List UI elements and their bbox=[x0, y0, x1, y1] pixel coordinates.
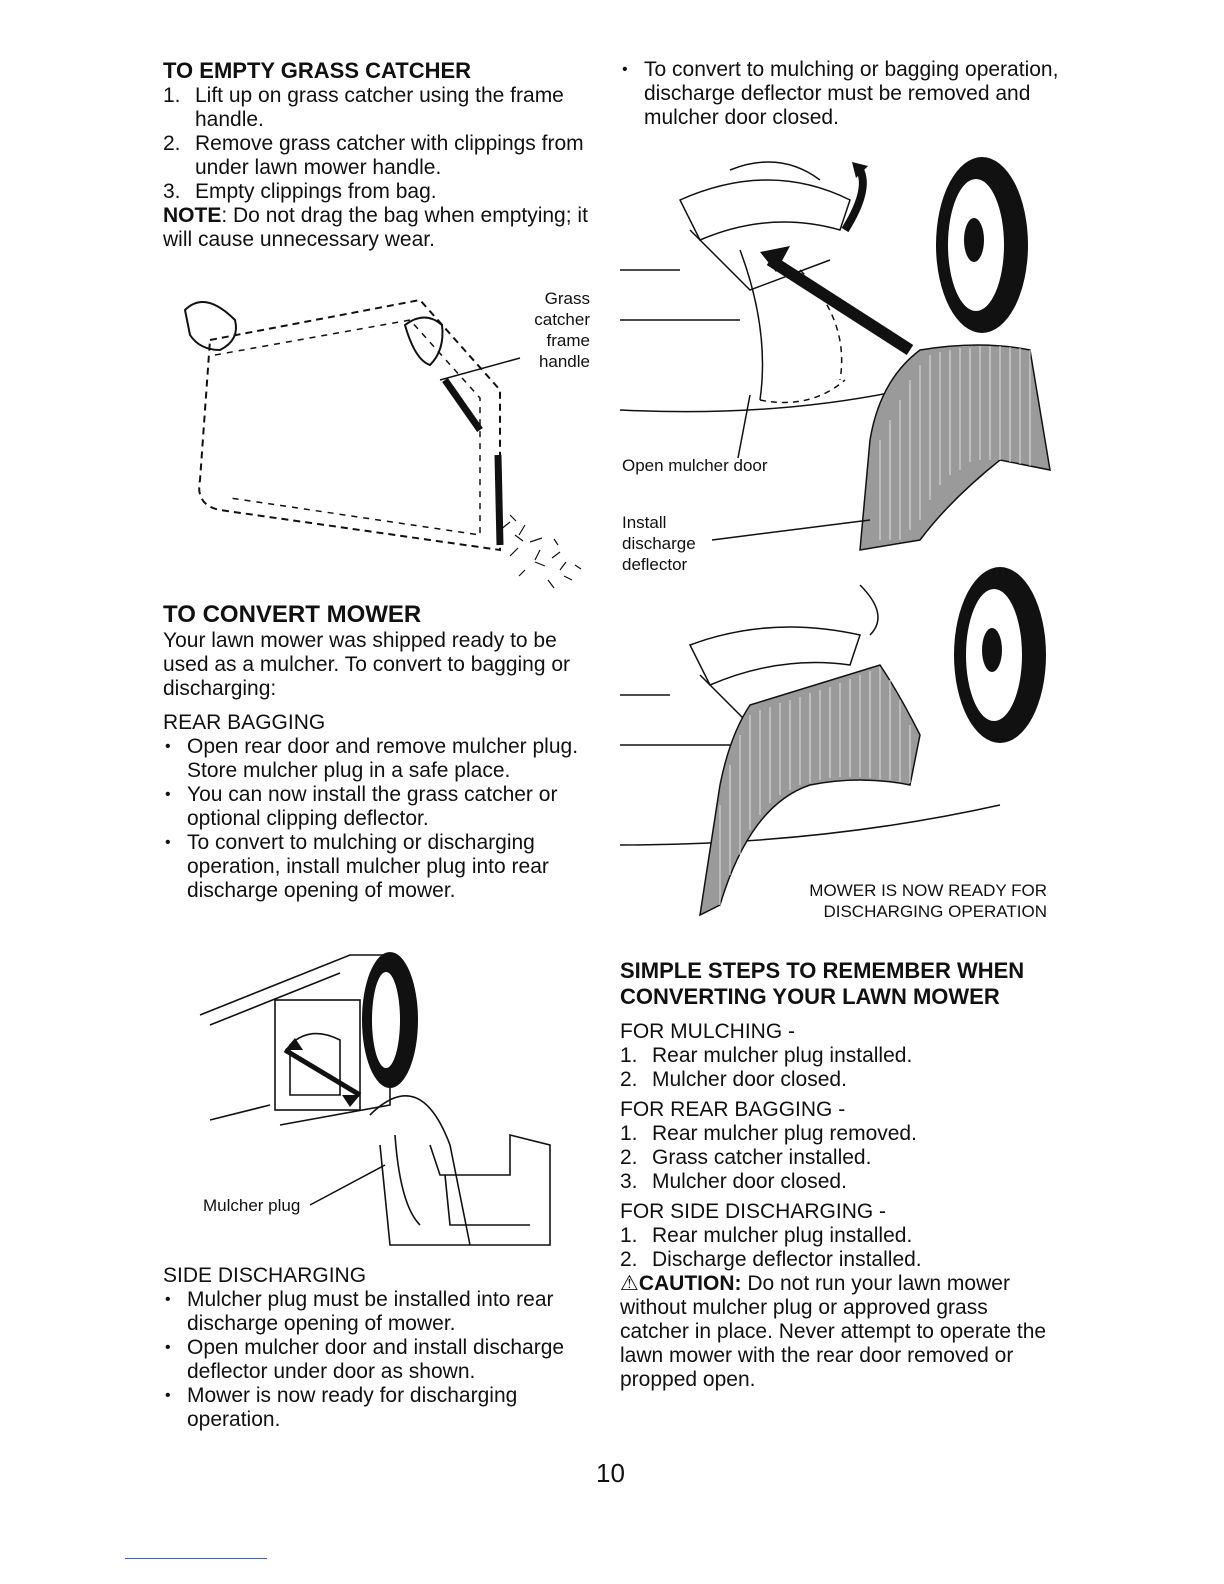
step-number: 3. bbox=[163, 180, 181, 203]
list-item: 1. Rear mulcher plug installed. bbox=[620, 1224, 1060, 1248]
step-number: 2. bbox=[620, 1068, 638, 1091]
step-text: Mulcher door closed. bbox=[652, 1068, 847, 1091]
mulcher-plug-label: Mulcher plug bbox=[203, 1196, 301, 1215]
right-top-list: To convert to mulching or bagging operat… bbox=[620, 58, 1060, 130]
footer-divider bbox=[125, 1558, 267, 1559]
step-number: 1. bbox=[163, 84, 181, 107]
note-text: : Do not drag the bag when emptying; it … bbox=[163, 204, 588, 251]
step-number: 1. bbox=[620, 1224, 638, 1247]
list-item: Open rear door and remove mulcher plug. … bbox=[163, 735, 603, 783]
list-item: Mulcher plug must be installed into rear… bbox=[163, 1288, 603, 1336]
right-top-section: To convert to mulching or bagging operat… bbox=[620, 58, 1060, 130]
list-item: 3. Mulcher door closed. bbox=[620, 1170, 1060, 1194]
list-item: To convert to mulching or bagging operat… bbox=[620, 58, 1060, 130]
warning-triangle-icon: ⚠ bbox=[620, 1272, 639, 1295]
step-number: 1. bbox=[620, 1044, 638, 1067]
callout-line: discharge bbox=[622, 534, 696, 553]
mulcher-plug-illustration bbox=[199, 952, 551, 1246]
callout-line: handle bbox=[538, 352, 590, 371]
empty-grass-catcher-title: TO EMPTY GRASS CATCHER bbox=[163, 58, 472, 83]
step-number: 1. bbox=[620, 1122, 638, 1145]
install-discharge-deflector-callout: Install discharge deflector bbox=[622, 512, 696, 575]
simple-steps-title-line1: SIMPLE STEPS TO REMEMBER WHEN bbox=[620, 958, 1025, 983]
step-number: 2. bbox=[620, 1146, 638, 1169]
list-item: 2. Discharge deflector installed. bbox=[620, 1248, 1060, 1272]
step-text: Lift up on grass catcher using the frame… bbox=[195, 84, 564, 131]
caution-paragraph: ⚠CAUTION: Do not run your lawn mower wit… bbox=[620, 1272, 1060, 1392]
callout-line: frame bbox=[546, 331, 590, 350]
note-paragraph: NOTE: Do not drag the bag when emptying;… bbox=[163, 204, 603, 252]
page-number: 10 bbox=[596, 1458, 625, 1488]
step-text: Mulcher door closed. bbox=[652, 1170, 847, 1193]
step-text: Empty clippings from bag. bbox=[195, 180, 437, 203]
step-text: Remove grass catcher with clippings from… bbox=[195, 132, 584, 179]
step-text: Rear mulcher plug installed. bbox=[652, 1044, 913, 1067]
list-item: 3. Empty clippings from bag. bbox=[163, 180, 603, 204]
convert-mower-section: TO CONVERT MOWER Your lawn mower was shi… bbox=[163, 601, 603, 903]
callout-line: Install bbox=[622, 513, 667, 532]
list-item: 1. Rear mulcher plug installed. bbox=[620, 1044, 1060, 1068]
rear-bagging-list: Open rear door and remove mulcher plug. … bbox=[163, 735, 603, 903]
bagging-steps-list: 1. Rear mulcher plug removed. 2. Grass cat… bbox=[620, 1122, 1060, 1194]
side-discharging-list: Mulcher plug must be installed into rear… bbox=[163, 1288, 603, 1432]
step-text: Rear mulcher plug removed. bbox=[652, 1122, 917, 1145]
list-item: 1. Rear mulcher plug removed. bbox=[620, 1122, 1060, 1146]
note-label: NOTE bbox=[163, 204, 222, 227]
side-discharging-title: SIDE DISCHARGING bbox=[163, 1264, 367, 1287]
list-item: Mower is now ready for discharging opera… bbox=[163, 1384, 603, 1432]
list-item: 1. Lift up on grass catcher using the fra… bbox=[163, 84, 603, 132]
simple-steps-title-line2: CONVERTING YOUR LAWN MOWER bbox=[620, 984, 1000, 1009]
side-steps-list: 1. Rear mulcher plug installed. 2. Dischar… bbox=[620, 1224, 1060, 1272]
step-text: Rear mulcher plug installed. bbox=[652, 1224, 913, 1247]
caution-text: Do not run your lawn mower without mulch… bbox=[620, 1272, 1047, 1391]
list-item: 2. Remove grass catcher with clippings fr… bbox=[163, 132, 603, 180]
empty-grass-catcher-section: TO EMPTY GRASS CATCHER 1. Lift up on gras… bbox=[163, 58, 603, 252]
caution-label: CAUTION: bbox=[638, 1272, 742, 1295]
list-item: You can now install the grass catcher or… bbox=[163, 783, 603, 831]
step-number: 2. bbox=[620, 1248, 638, 1271]
side-discharging-section: SIDE DISCHARGING Mulcher plug must be in… bbox=[163, 1264, 603, 1432]
callout-line: Grass bbox=[544, 289, 590, 308]
step-number: 3. bbox=[620, 1170, 638, 1193]
step-text: Grass catcher installed. bbox=[652, 1146, 872, 1169]
open-mulcher-door-illustration bbox=[619, 157, 1051, 551]
step-text: Discharge deflector installed. bbox=[652, 1248, 922, 1271]
for-rear-bagging-title: FOR REAR BAGGING - bbox=[620, 1098, 846, 1121]
mower-ready-caption: MOWER IS NOW READY FOR DISCHARGING OPERA… bbox=[700, 880, 1047, 922]
grass-catcher-illustration bbox=[183, 298, 582, 589]
mower-ready-illustration bbox=[619, 567, 1046, 917]
convert-intro: Your lawn mower was shipped ready to be … bbox=[163, 629, 571, 700]
callout-line: deflector bbox=[622, 555, 688, 574]
simple-steps-section: SIMPLE STEPS TO REMEMBER WHEN CONVERTING… bbox=[620, 958, 1060, 1392]
list-item: 2. Mulcher door closed. bbox=[620, 1068, 1060, 1092]
convert-mower-title: TO CONVERT MOWER bbox=[163, 601, 422, 628]
open-mulcher-door-label: Open mulcher door bbox=[622, 456, 768, 475]
step-number: 2. bbox=[163, 132, 181, 155]
mulching-steps-list: 1. Rear mulcher plug installed. 2. Mulcher… bbox=[620, 1044, 1060, 1092]
empty-steps-list: 1. Lift up on grass catcher using the fra… bbox=[163, 84, 603, 204]
caption-line: MOWER IS NOW READY FOR bbox=[809, 881, 1047, 900]
list-item: Open mulcher door and install discharge … bbox=[163, 1336, 603, 1384]
for-mulching-title: FOR MULCHING - bbox=[620, 1020, 795, 1043]
list-item: To convert to mulching or discharging op… bbox=[163, 831, 603, 903]
for-side-discharging-title: FOR SIDE DISCHARGING - bbox=[620, 1200, 887, 1223]
rear-bagging-title: REAR BAGGING bbox=[163, 711, 326, 734]
caption-line: DISCHARGING OPERATION bbox=[823, 902, 1047, 921]
grass-catcher-frame-handle-callout: Grass catcher frame handle bbox=[500, 288, 590, 372]
callout-line: catcher bbox=[534, 310, 590, 329]
list-item: 2. Grass catcher installed. bbox=[620, 1146, 1060, 1170]
